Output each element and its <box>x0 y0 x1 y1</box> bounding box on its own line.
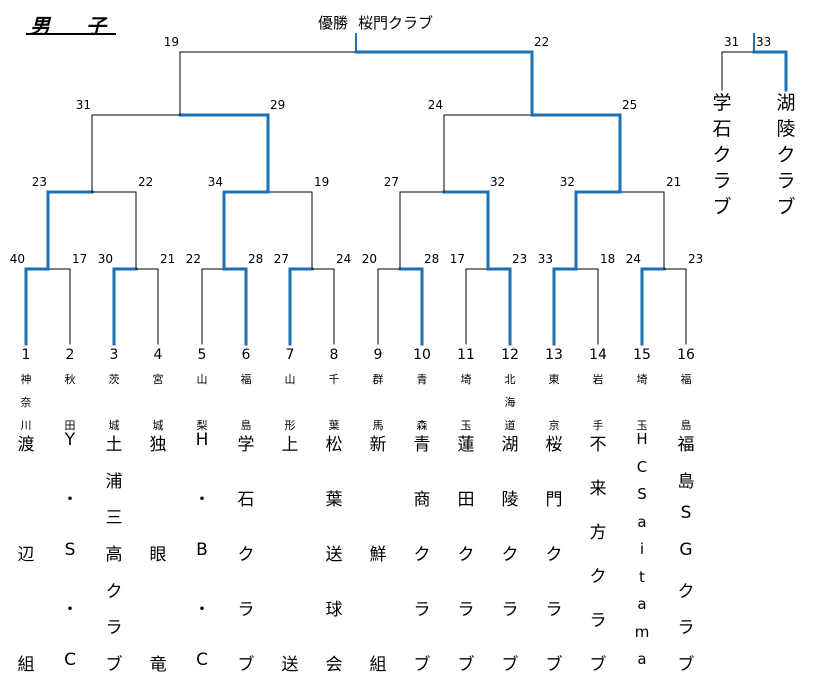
r2-match-4-right-score: 21 <box>666 175 682 189</box>
r1-match-8-right-score: 23 <box>688 252 704 266</box>
team-prefecture: 茨城 <box>108 373 120 432</box>
team-prefecture: 群馬 <box>372 373 384 432</box>
team-prefecture: 山形 <box>284 373 296 432</box>
team-seed: 10 <box>413 347 431 363</box>
team-seed: 15 <box>633 347 651 363</box>
r2-match-1-left-score: 23 <box>31 175 47 189</box>
team-seed: 6 <box>241 347 251 363</box>
team-prefecture: 山梨 <box>196 373 208 432</box>
r1-match-2-right-score: 21 <box>160 252 176 266</box>
r2-match-1-right-score: 22 <box>138 175 154 189</box>
champion-team: 桜門クラブ <box>358 14 434 32</box>
r1-match-4-right-score: 24 <box>336 252 352 266</box>
champion-label: 優勝桜門クラブ <box>318 12 443 33</box>
r2-match-2-right-score: 19 <box>314 175 330 189</box>
r2-match-3-right-score: 32 <box>490 175 506 189</box>
champion-heading: 優勝 <box>318 14 349 32</box>
r1-match-1-right-score: 17 <box>72 252 88 266</box>
team-prefecture: 東京 <box>548 373 560 432</box>
semi-match-1-left-score: 31 <box>75 98 91 112</box>
third-left-team: 学石クラブ <box>712 92 732 218</box>
third-right-score: 33 <box>756 35 772 49</box>
third-left-score: 31 <box>724 35 740 49</box>
team-seed: 1 <box>21 347 31 363</box>
team-prefecture: 福島 <box>240 373 252 432</box>
team-seed: 14 <box>589 347 607 363</box>
team-prefecture: 福島 <box>680 373 692 432</box>
team-prefecture: 埼玉 <box>636 373 648 432</box>
team-seed: 8 <box>329 347 339 363</box>
semi-match-2-right-score: 25 <box>622 98 638 112</box>
team-seed: 9 <box>373 347 383 363</box>
team-prefecture: 宮城 <box>152 373 164 432</box>
team-seed: 4 <box>153 347 163 363</box>
team-seed: 11 <box>457 347 475 363</box>
team-prefecture: 神奈川 <box>20 373 32 432</box>
semi-match-2-left-score: 24 <box>427 98 443 112</box>
third-right-team: 湖陵クラブ <box>776 92 796 218</box>
r2-match-2-left-score: 34 <box>207 175 223 189</box>
r1-match-2-left-score: 30 <box>97 252 113 266</box>
r1-match-6-left-score: 17 <box>449 252 465 266</box>
r1-match-8-left-score: 24 <box>625 252 641 266</box>
r1-match-5-right-score: 28 <box>424 252 440 266</box>
team-seed: 2 <box>65 347 75 363</box>
team-prefecture: 千葉 <box>328 373 340 432</box>
team-prefecture: 北海道 <box>504 373 516 432</box>
semi-match-1-right-score: 29 <box>270 98 286 112</box>
team-seed: 16 <box>677 347 695 363</box>
team-seed: 12 <box>501 347 519 363</box>
team-seed: 5 <box>197 347 207 363</box>
r1-match-6-right-score: 23 <box>512 252 528 266</box>
final-match-left-score: 19 <box>163 35 179 49</box>
r1-match-5-left-score: 20 <box>361 252 377 266</box>
team-prefecture: 岩手 <box>592 373 604 432</box>
r1-match-3-left-score: 22 <box>185 252 201 266</box>
r1-match-7-right-score: 18 <box>600 252 616 266</box>
r1-match-3-right-score: 28 <box>248 252 264 266</box>
r1-match-1-left-score: 40 <box>9 252 25 266</box>
final-match-right-score: 22 <box>534 35 550 49</box>
team-prefecture: 秋田 <box>64 373 76 432</box>
team-prefecture: 青森 <box>416 373 428 432</box>
team-prefecture: 埼玉 <box>460 373 472 432</box>
r2-match-3-left-score: 27 <box>383 175 399 189</box>
team-seed: 7 <box>285 347 295 363</box>
title-underline <box>26 33 116 35</box>
r1-match-4-left-score: 27 <box>273 252 289 266</box>
r1-match-7-left-score: 33 <box>537 252 553 266</box>
team-seed: 3 <box>109 347 119 363</box>
team-seed: 13 <box>545 347 563 363</box>
r2-match-4-left-score: 32 <box>559 175 575 189</box>
